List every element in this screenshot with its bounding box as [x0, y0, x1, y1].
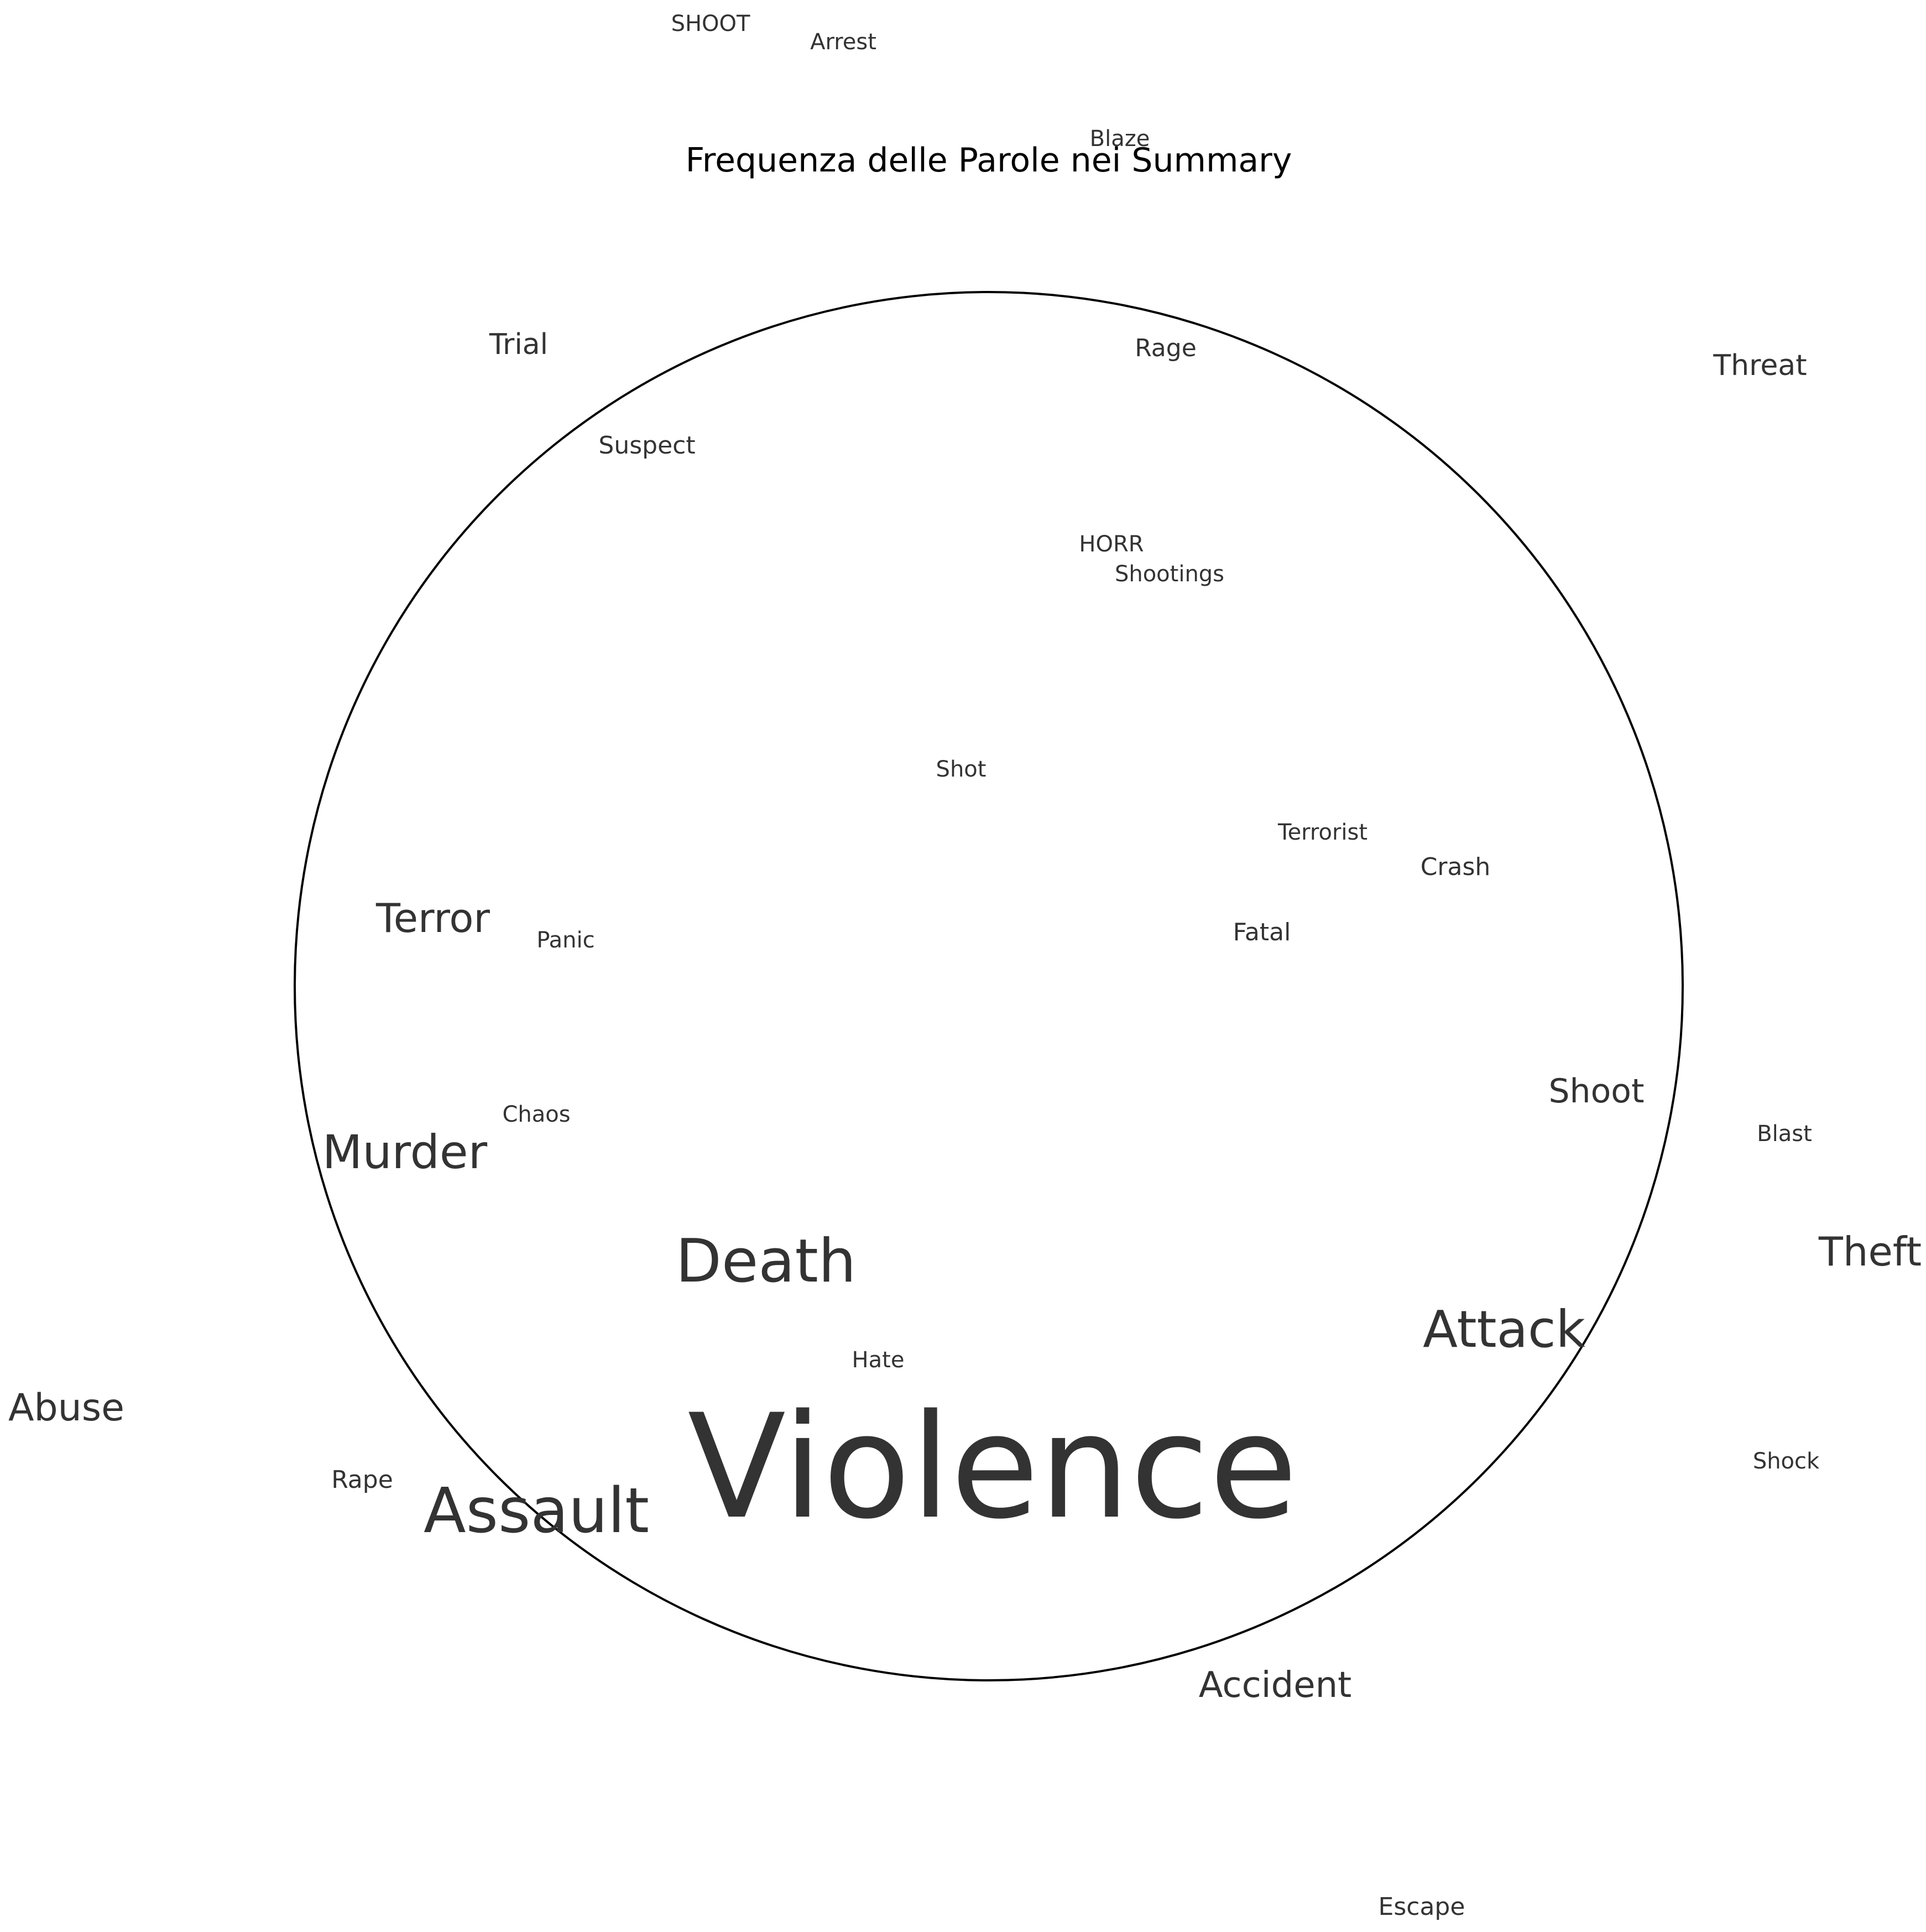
- word-attack: Attack: [1423, 1300, 1585, 1359]
- word-fatal: Fatal: [1233, 918, 1291, 946]
- word-panic: Panic: [536, 928, 594, 953]
- word-shoot: SHOOT: [671, 11, 750, 37]
- word-hate: Hate: [852, 1347, 905, 1373]
- word-blast: Blast: [1757, 1121, 1812, 1147]
- word-murder: Murder: [322, 1125, 488, 1179]
- word-rape: Rape: [331, 1466, 393, 1494]
- word-shock: Shock: [1753, 1449, 1820, 1474]
- word-violence: Violence: [687, 1384, 1297, 1551]
- word-rage: Rage: [1135, 334, 1197, 362]
- word-arrest: Arrest: [810, 29, 876, 55]
- cloud-boundary-circle: [294, 291, 1684, 1681]
- word-suspect: Suspect: [598, 431, 695, 460]
- word-trial: Trial: [489, 328, 548, 361]
- word-shot: Shot: [936, 757, 987, 782]
- word-accident: Accident: [1199, 1665, 1351, 1706]
- word-horr: HORR: [1079, 532, 1144, 557]
- chart-title: Frequenza delle Parole nei Summary: [686, 141, 1292, 180]
- word-terror: Terror: [375, 895, 490, 941]
- word-escape: Escape: [1379, 1893, 1465, 1921]
- word-crash: Crash: [1421, 853, 1491, 881]
- word-terrorist: Terrorist: [1277, 820, 1367, 845]
- word-threat: Threat: [1713, 349, 1807, 382]
- word-shootings: Shootings: [1115, 561, 1224, 587]
- word-blaze: Blaze: [1090, 126, 1150, 152]
- word-shoot: Shoot: [1548, 1072, 1644, 1111]
- word-theft: Theft: [1818, 1228, 1922, 1275]
- word-chaos: Chaos: [502, 1102, 570, 1127]
- word-abuse: Abuse: [8, 1386, 124, 1430]
- word-assault: Assault: [424, 1475, 649, 1547]
- word-death: Death: [676, 1227, 857, 1296]
